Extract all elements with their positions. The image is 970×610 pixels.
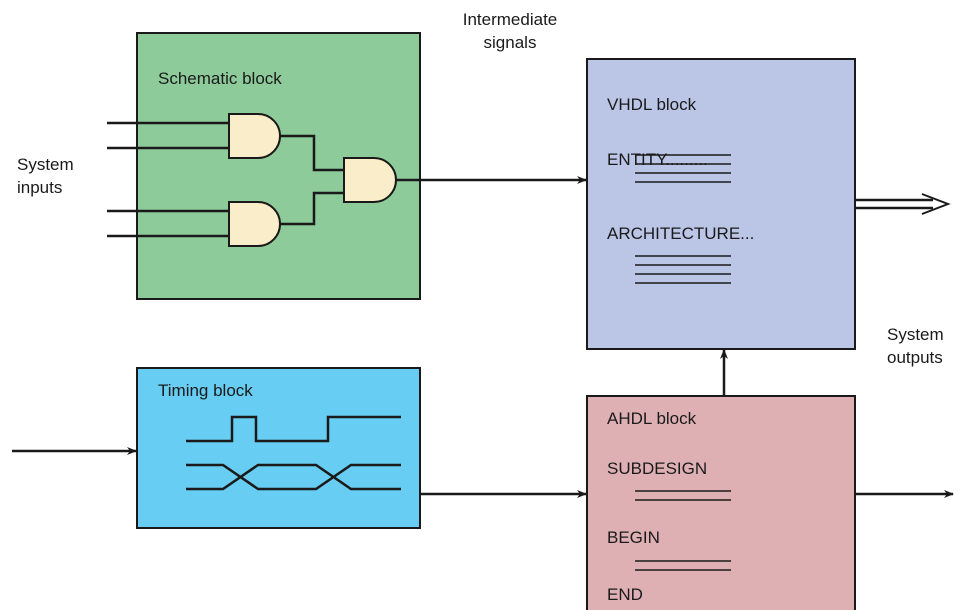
vhdl-bus-output-arrow [855, 193, 951, 215]
schematic-block-title: Schematic block [158, 69, 282, 88]
svg-text:inputs: inputs [17, 178, 62, 197]
timing-block [136, 367, 421, 529]
gate-interconnect-wires [280, 134, 344, 226]
system-input-wires [107, 121, 229, 238]
system-outputs-label: System outputs [887, 325, 944, 367]
timing-block-title: Timing block [158, 381, 253, 400]
vhdl-block-title: VHDL block [607, 95, 697, 114]
ahdl-block [586, 395, 856, 610]
svg-text:outputs: outputs [887, 348, 943, 367]
vhdl-architecture-code-lines [635, 255, 731, 284]
svg-text:System: System [17, 155, 74, 174]
and-gate-top [228, 113, 281, 159]
ahdl-block-title: AHDL block [607, 409, 697, 428]
ahdl-begin-label: BEGIN [607, 528, 660, 547]
system-inputs-label: System inputs [17, 155, 74, 197]
svg-text:System: System [887, 325, 944, 344]
ahdl-subdesign-code-lines [635, 490, 731, 501]
intermediate-signals-label: Intermediate signals [463, 10, 558, 52]
ahdl-subdesign-label: SUBDESIGN [607, 459, 707, 478]
timing-waveforms [186, 415, 401, 491]
vhdl-architecture-label: ARCHITECTURE... [607, 224, 754, 243]
vhdl-entity-label: ENTITY......... [607, 150, 708, 169]
and-gate-output [343, 157, 397, 203]
ahdl-end-label: END [607, 585, 643, 604]
ahdl-begin-code-lines [635, 560, 731, 571]
vhdl-entity-code-lines [635, 154, 731, 183]
and-gate-bottom [228, 201, 281, 247]
svg-text:signals: signals [484, 33, 537, 52]
svg-text:Intermediate: Intermediate [463, 10, 558, 29]
vhdl-block [586, 58, 856, 350]
